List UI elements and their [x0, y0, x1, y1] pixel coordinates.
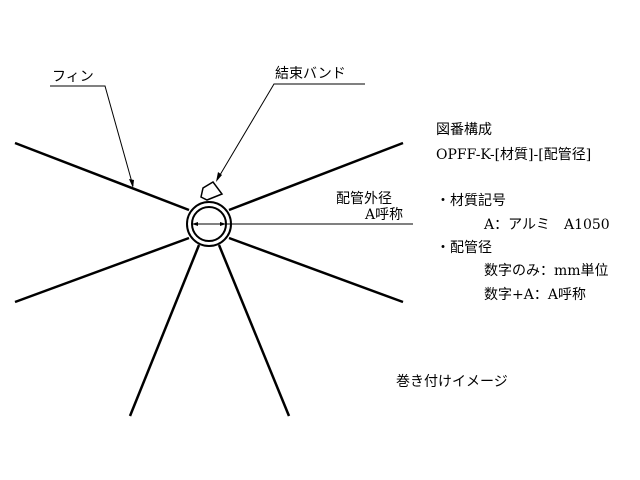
fin-upper-right [228, 141, 404, 212]
band-label: 結束バンド [275, 66, 346, 82]
fins [14, 141, 404, 417]
material-item: A：アルミ A1050 [484, 217, 610, 233]
spec-code: OPFF-K-[材質]-[配管径] [436, 147, 592, 163]
diameter-heading: ・配管径 [436, 240, 492, 256]
diameter-item-a: 数字+A：A呼称 [484, 287, 586, 303]
spec-title: 図番構成 [436, 122, 492, 138]
band-leader [216, 83, 365, 181]
fin-bottom-left [128, 244, 201, 417]
pipe-od-label: 配管外径 [336, 191, 392, 207]
band-clip [200, 181, 224, 201]
a-nominal-label: A呼称 [365, 207, 404, 223]
fin-bottom-right [217, 244, 291, 417]
fin-upper-left [14, 141, 190, 212]
fin-lower-left [14, 236, 190, 304]
fin-label: フィン [52, 69, 94, 85]
image-caption: 巻き付けイメージ [396, 374, 508, 390]
fin-lower-right [228, 236, 404, 304]
diameter-item-mm: 数字のみ：mm単位 [484, 263, 609, 279]
leaders [50, 83, 365, 187]
material-heading: ・材質記号 [436, 193, 506, 209]
fin-leader [50, 85, 134, 187]
